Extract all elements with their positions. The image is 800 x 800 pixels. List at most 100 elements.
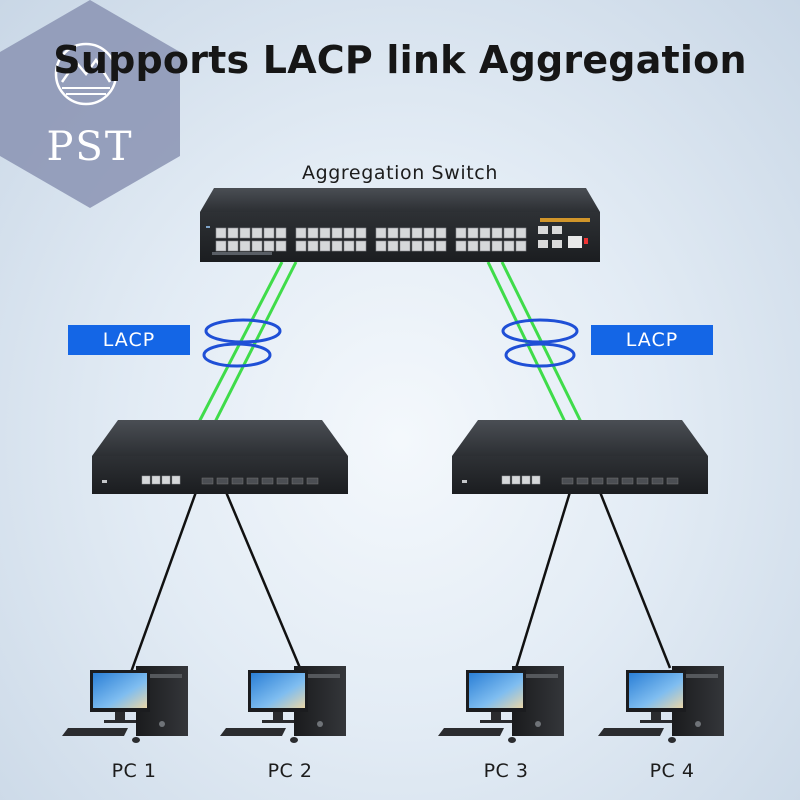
- switch-port: [355, 227, 367, 239]
- sfp-port: [561, 477, 574, 485]
- access-switch-right-ports: [462, 475, 679, 485]
- switch-port: [275, 240, 287, 252]
- sfp-port: [306, 477, 319, 485]
- pc-4-icon: [598, 666, 724, 743]
- rj45-port: [161, 475, 171, 485]
- pc-label-4: PC 4: [649, 760, 695, 782]
- switch-port: [251, 240, 263, 252]
- switch-port: [387, 227, 399, 239]
- switch-port: [411, 227, 423, 239]
- switch-port: [479, 227, 491, 239]
- switch-port: [227, 240, 239, 252]
- sfp-port: [591, 477, 604, 485]
- switch-port: [239, 240, 251, 252]
- switch-port: [435, 240, 447, 252]
- sfp-port: [291, 477, 304, 485]
- switch-port: [331, 227, 343, 239]
- rj45-port: [531, 475, 541, 485]
- switch-port: [215, 227, 227, 239]
- switch-port: [455, 240, 467, 252]
- switch-port: [423, 240, 435, 252]
- pc-2-icon: [220, 666, 346, 743]
- sfp-port: [216, 477, 229, 485]
- switch-port: [307, 240, 319, 252]
- switch-port: [307, 227, 319, 239]
- logo-text: PST: [46, 124, 134, 170]
- rj45-port: [151, 475, 161, 485]
- sfp-port: [651, 477, 664, 485]
- status-led: [462, 480, 467, 483]
- switch-port: [331, 240, 343, 252]
- switch-port: [399, 240, 411, 252]
- aggregation-switch-label: Aggregation Switch: [302, 162, 498, 184]
- switch-port: [503, 227, 515, 239]
- switch-port: [387, 240, 399, 252]
- switch-port: [479, 240, 491, 252]
- switch-port: [467, 227, 479, 239]
- switch-port: [491, 240, 503, 252]
- rj45-port: [521, 475, 531, 485]
- sfp-port: [636, 477, 649, 485]
- pc-label-1: PC 1: [111, 760, 157, 782]
- switch-port: [215, 240, 227, 252]
- switch-port: [275, 227, 287, 239]
- switch-port: [515, 227, 527, 239]
- sfp-port: [231, 477, 244, 485]
- aggregation-switch-ports: [215, 227, 527, 252]
- switch-port: [355, 240, 367, 252]
- lacp-label-left: LACP: [68, 325, 190, 355]
- access-switch-left-ports: [102, 475, 319, 485]
- pc-label-2: PC 2: [267, 760, 313, 782]
- switch-port: [515, 240, 527, 252]
- switch-port: [263, 227, 275, 239]
- switch-port: [399, 227, 411, 239]
- switch-port: [263, 240, 275, 252]
- switch-port: [319, 227, 331, 239]
- sfp-port: [276, 477, 289, 485]
- sfp-port: [261, 477, 274, 485]
- switch-port: [375, 227, 387, 239]
- switch-port: [455, 227, 467, 239]
- pc-1-icon: [62, 666, 188, 743]
- switch-port: [295, 240, 307, 252]
- switch-port: [491, 227, 503, 239]
- lacp-ring-right: [501, 318, 579, 368]
- switch-port: [423, 227, 435, 239]
- switch-port: [343, 227, 355, 239]
- pc-label-3: PC 3: [483, 760, 529, 782]
- access-switch-right: [452, 420, 708, 494]
- status-led: [102, 480, 107, 483]
- sfp-port: [621, 477, 634, 485]
- rj45-port: [511, 475, 521, 485]
- pc-3-icon: [438, 666, 564, 743]
- switch-port: [319, 240, 331, 252]
- switch-port: [227, 227, 239, 239]
- page-title: Supports LACP link Aggregation: [53, 38, 747, 82]
- sfp-port: [666, 477, 679, 485]
- access-switch-left: [92, 420, 348, 494]
- switch-port: [343, 240, 355, 252]
- sfp-port: [606, 477, 619, 485]
- sfp-port: [201, 477, 214, 485]
- logo-hexagon-icon: [0, 0, 180, 208]
- lacp-label-right: LACP: [591, 325, 713, 355]
- switch-port: [503, 240, 515, 252]
- rj45-port: [141, 475, 151, 485]
- lacp-ring-left: [202, 318, 282, 368]
- rj45-port: [501, 475, 511, 485]
- pst-logo: PST: [0, 0, 180, 208]
- aggregation-switch: [200, 188, 600, 262]
- switch-port: [411, 240, 423, 252]
- switch-port: [295, 227, 307, 239]
- switch-port: [435, 227, 447, 239]
- pc-cables: [128, 491, 672, 676]
- rj45-port: [171, 475, 181, 485]
- switch-port: [467, 240, 479, 252]
- sfp-port: [576, 477, 589, 485]
- pc-group: [62, 666, 724, 743]
- sfp-port: [246, 477, 259, 485]
- switch-port: [239, 227, 251, 239]
- switch-port: [375, 240, 387, 252]
- switch-port: [251, 227, 263, 239]
